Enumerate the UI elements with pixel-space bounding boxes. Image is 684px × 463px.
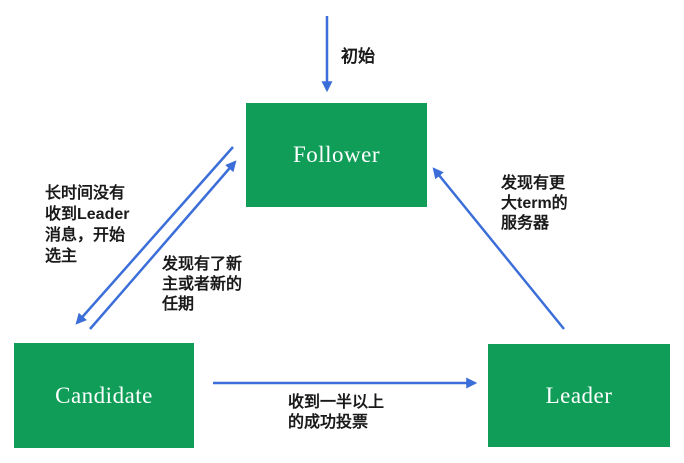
node-leader: Leader — [488, 344, 670, 447]
arrow-leader-to-follower — [432, 167, 565, 330]
edge-label-leader-to-follower: 发现有更 大term的 服务器 — [501, 175, 568, 232]
node-follower-label: Follower — [292, 142, 381, 167]
node-candidate: Candidate — [14, 343, 194, 448]
node-candidate-label: Candidate — [55, 382, 153, 408]
edge-label-follower-to-candidate: 长时间没有 收到Leader 消息，开始 选主 — [45, 185, 130, 265]
node-follower: Follower — [246, 103, 427, 207]
edge-label-initial: 初始 — [341, 47, 375, 66]
edge-label-candidate-to-follower: 发现有了新 主或者新的 任期 — [162, 256, 243, 313]
node-leader-label: Leader — [545, 382, 613, 408]
arrow-follower-to-candidate — [75, 146, 234, 325]
arrow-candidate-to-follower — [89, 160, 237, 330]
edge-label-candidate-to-leader: 收到一半以上 的成功投票 — [288, 394, 385, 431]
